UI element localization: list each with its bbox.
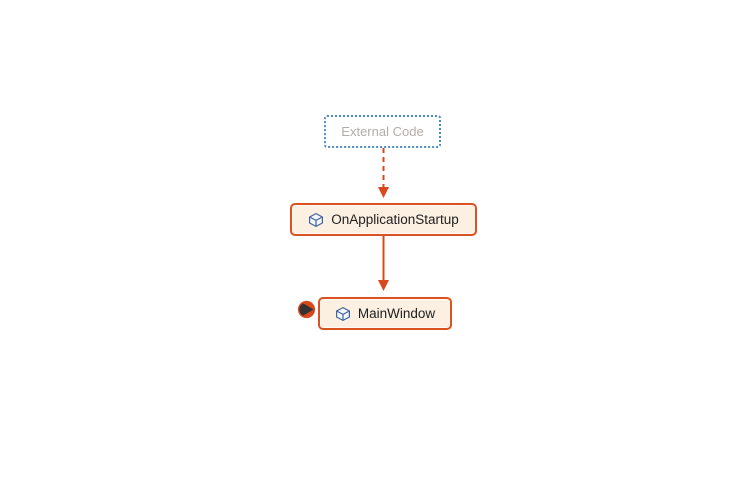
node-main-window[interactable]: MainWindow (318, 297, 452, 330)
edge-startup-to-mainwindow[interactable] (378, 236, 389, 291)
entry-point-indicator-icon (297, 300, 316, 319)
node-on-application-startup-label: OnApplicationStartup (331, 212, 459, 227)
type-cube-icon (335, 306, 350, 321)
node-main-window-label: MainWindow (357, 306, 436, 321)
edge-external-to-startup[interactable] (378, 148, 389, 198)
method-cube-icon (309, 212, 324, 227)
node-external-code[interactable]: External Code (324, 115, 441, 148)
node-on-application-startup[interactable]: OnApplicationStartup (290, 203, 477, 236)
node-external-code-label: External Code (341, 124, 424, 139)
